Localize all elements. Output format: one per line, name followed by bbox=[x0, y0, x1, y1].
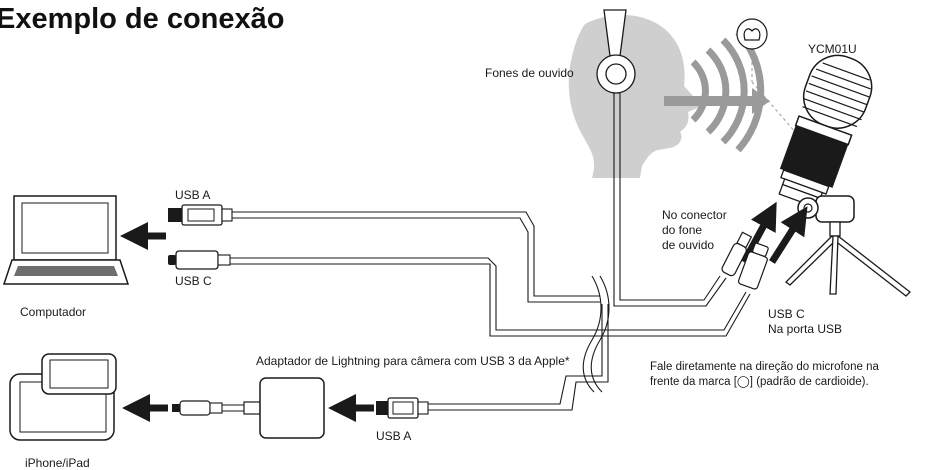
cardioid-icon bbox=[736, 18, 768, 50]
cable-break bbox=[582, 275, 610, 393]
label-usb-c-left: USB C bbox=[175, 274, 212, 288]
headphone-cable bbox=[613, 93, 727, 307]
label-speak-note-line2: frente da marca [◯] (padrão de cardioide… bbox=[650, 376, 869, 388]
usb-c-plug-left bbox=[168, 250, 231, 270]
usb-a-cable-top bbox=[232, 211, 600, 297]
tripod-stand bbox=[785, 195, 911, 297]
sound-arrow bbox=[664, 88, 770, 114]
head-silhouette bbox=[568, 14, 702, 178]
label-jack-line3: de ouvido bbox=[662, 238, 715, 252]
headphone-plug bbox=[721, 231, 753, 277]
label-usbc-port-line2: Na porta USB bbox=[768, 322, 843, 336]
cardioid-pointer-d bbox=[751, 81, 803, 141]
usb-c-cable-left bbox=[230, 257, 747, 331]
lightning-adapter bbox=[243, 377, 325, 439]
label-speak-note-line1: Fale diretamente na direção do microfone… bbox=[650, 361, 879, 373]
usb-a-cable-bottom bbox=[428, 304, 603, 405]
headphone-icon bbox=[596, 9, 636, 94]
usb-a-plug-top bbox=[168, 204, 233, 226]
diagram-title: Exemplo de conexão bbox=[0, 3, 285, 35]
label-usbc-port-line1: USB C bbox=[768, 307, 805, 321]
label-adapter: Adaptador de Lightning para câmera com U… bbox=[256, 354, 570, 368]
label-headphones: Fones de ouvido bbox=[485, 66, 574, 80]
sound-waves bbox=[690, 29, 765, 153]
label-jack-line2: do fone bbox=[662, 223, 703, 237]
laptop-icon bbox=[2, 195, 130, 285]
usbc-plug-mic bbox=[737, 242, 769, 290]
ipad-iphone-icon bbox=[9, 353, 117, 441]
microphone-icon bbox=[778, 54, 873, 209]
label-computer: Computador bbox=[20, 305, 87, 319]
label-mic-model: YCM01U bbox=[808, 42, 857, 56]
usb-a-plug-bottom bbox=[376, 397, 429, 419]
label-iphone: iPhone/iPad bbox=[25, 456, 90, 470]
arrow-to-usbc bbox=[769, 206, 808, 264]
lightning-plug bbox=[172, 400, 223, 416]
label-usb-a-top: USB A bbox=[175, 188, 211, 202]
label-jack-line1: No conector bbox=[662, 208, 727, 222]
label-usb-a-bottom: USB A bbox=[376, 429, 412, 443]
